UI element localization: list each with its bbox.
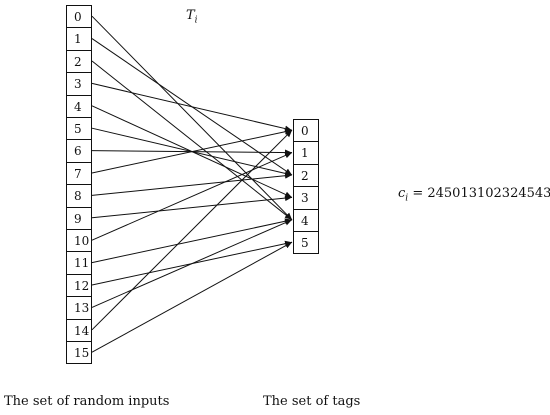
tag-cell-4: 4: [293, 208, 319, 232]
arrow-15-to-5: [91, 241, 293, 353]
input-cell-10: 10: [66, 229, 92, 253]
function-label: Ti: [186, 8, 198, 26]
arrow-7-to-0: [91, 128, 293, 174]
tag-cell-5: 5: [293, 231, 319, 255]
tag-cell-1: 1: [293, 141, 319, 165]
input-cell-5: 5: [66, 117, 92, 141]
arrow-2-to-4: [91, 60, 293, 221]
arrow-13-to-4: [91, 219, 293, 308]
tag-cell-3: 3: [293, 186, 319, 210]
arrow-10-to-1: [91, 152, 293, 241]
input-cell-3: 3: [66, 72, 92, 96]
arrow-9-to-3: [91, 195, 293, 219]
input-cell-2: 2: [66, 49, 92, 74]
arrow-8-to-2: [91, 172, 293, 196]
input-cell-8: 8: [66, 184, 92, 208]
input-cell-14: 14: [66, 318, 92, 342]
input-cell-6: 6: [66, 139, 92, 163]
input-cell-1: 1: [66, 27, 92, 51]
arrow-14-to-0: [91, 129, 293, 331]
tags-caption: The set of tags: [263, 394, 361, 409]
input-cell-4: 4: [66, 94, 92, 118]
input-cell-0: 0: [66, 5, 92, 29]
tag-cell-0: 0: [293, 119, 319, 143]
code-label: ci = 2450131023245435: [398, 186, 550, 204]
arrow-11-to-4: [91, 218, 293, 264]
input-cell-9: 9: [66, 206, 92, 230]
tag-cell-2: 2: [293, 163, 319, 188]
input-cell-12: 12: [66, 273, 92, 298]
arrow-0-to-4: [91, 15, 293, 221]
input-cell-7: 7: [66, 161, 92, 186]
input-cell-15: 15: [66, 341, 92, 365]
input-cell-11: 11: [66, 251, 92, 275]
inputs-caption: The set of random inputs: [4, 394, 170, 409]
input-cell-13: 13: [66, 296, 92, 320]
arrow-3-to-0: [91, 82, 293, 132]
code-value: 2450131023245435: [427, 186, 550, 201]
